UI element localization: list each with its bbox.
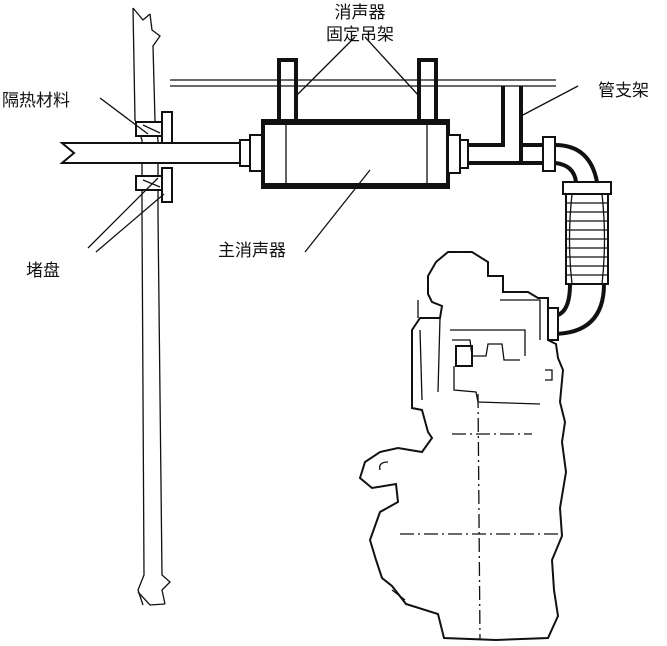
wall bbox=[132, 7, 171, 606]
label-muffler-hanger-line2: 固定吊架 bbox=[326, 25, 394, 45]
label-insulation: 隔热材料 bbox=[2, 91, 70, 111]
muffler-hanger-left bbox=[277, 58, 298, 121]
insulation-sleeve bbox=[135, 121, 167, 191]
label-plug-disc: 堵盘 bbox=[26, 261, 60, 281]
main-muffler bbox=[261, 119, 450, 189]
label-muffler-hanger-line1: 消声器 bbox=[335, 3, 386, 23]
outlet-pipe bbox=[59, 134, 263, 172]
label-main-muffler: 主消声器 bbox=[218, 241, 286, 261]
pipe-support bbox=[501, 86, 523, 122]
leader-lines bbox=[87, 36, 579, 253]
elbow bbox=[554, 143, 612, 195]
diesel-engine bbox=[358, 251, 568, 642]
label-pipe-support: 管支架 bbox=[598, 81, 649, 101]
muffler-hanger-right bbox=[417, 58, 438, 121]
flexible-bellows bbox=[565, 193, 609, 285]
turbo-pipe bbox=[547, 283, 606, 341]
